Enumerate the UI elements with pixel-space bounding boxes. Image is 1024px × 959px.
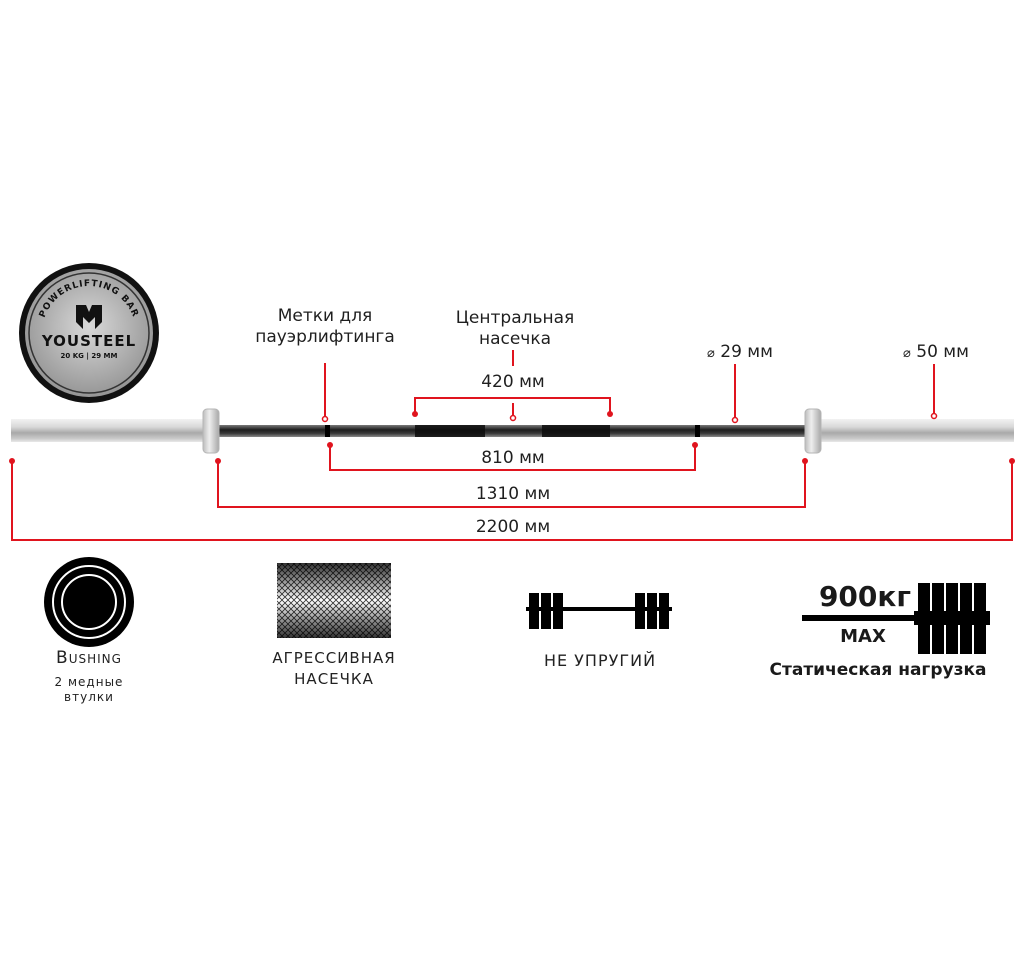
left-collar <box>202 408 220 454</box>
dim-1310: 1310 мм <box>475 484 551 504</box>
badge-spec: 20 KG | 29 MM <box>60 352 118 360</box>
knurling-icon <box>277 563 391 638</box>
badge-brand: YOUSTEEL <box>41 332 137 350</box>
right-collar <box>804 408 822 454</box>
dim-2200: 2200 мм <box>475 517 551 537</box>
left-sleeve <box>11 419 207 442</box>
feature-max-load-title: Статическая нагрузка <box>769 660 987 680</box>
callout-sleeve-diameter: ⌀ 50 мм <box>903 342 969 362</box>
callout-shaft-diameter: ⌀ 29 мм <box>707 342 773 362</box>
bracket-1310 <box>217 461 806 508</box>
callout-center-knurl: Центральная насечка <box>455 308 575 349</box>
yousteel-logo-icon <box>76 305 102 329</box>
dim-420: 420 мм <box>481 372 545 392</box>
mark-left <box>325 425 330 437</box>
max-load-label: MAX <box>840 626 886 647</box>
bracket-2200 <box>11 461 1013 541</box>
feature-knurling-title: Агрессивная насечка <box>272 649 396 688</box>
center-knurl-left <box>415 425 485 437</box>
max-load-value: 900кг <box>818 580 912 613</box>
brand-badge: POWERLIFTING BAR <box>19 263 159 403</box>
diameter-icon: ⌀ <box>903 346 911 361</box>
shaft <box>215 425 809 437</box>
max-load-icon <box>802 583 990 654</box>
feature-bushing-title: Bushing <box>56 648 122 668</box>
bushing-icon <box>44 557 134 647</box>
center-knurl-right <box>542 425 610 437</box>
barbell-icon <box>526 593 672 629</box>
dim-810: 810 мм <box>481 448 545 468</box>
mark-right <box>695 425 700 437</box>
bracket-810 <box>329 445 696 471</box>
right-sleeve <box>820 419 1014 442</box>
callout-powerlifting-marks: Метки для пауэрлифтинга <box>255 306 395 347</box>
diameter-icon: ⌀ <box>707 346 715 361</box>
bracket-420 <box>414 397 611 413</box>
feature-bushing-subtitle: 2 медные втулки <box>54 675 124 704</box>
feature-nonwhip-title: Не упругий <box>543 651 657 670</box>
